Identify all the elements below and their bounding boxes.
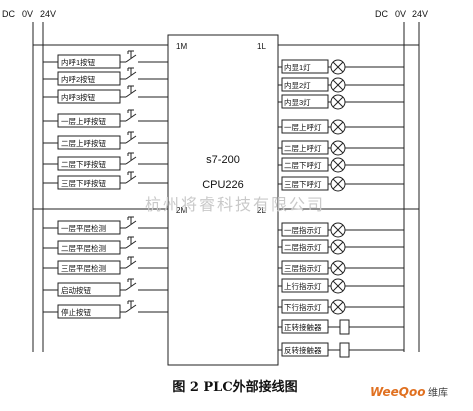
common-1l: 1L	[257, 42, 266, 51]
left-0v-label: 0V	[22, 9, 33, 19]
watermark-text: 杭州将睿科技有限公司	[145, 195, 325, 214]
lamp-cross	[332, 121, 344, 133]
right-24v-label: 24V	[412, 9, 428, 19]
switch-blade	[125, 113, 137, 122]
input-label: 一层平层检测	[61, 223, 106, 233]
lamp-cross	[332, 301, 344, 313]
brand-name: WeeQoo	[370, 385, 425, 399]
common-2l: 2L	[257, 206, 266, 215]
switch-blade	[125, 156, 137, 165]
output-label: 二层指示灯	[284, 242, 322, 252]
input-label: 停止按钮	[61, 307, 91, 317]
switch-blade	[125, 71, 137, 80]
lamp-cross	[332, 224, 344, 236]
output-label: 正转接触器	[284, 322, 322, 332]
wiring-elements: 内呼1按钮I0.0内呼2按钮I0.1内呼3按钮I0.2一层上呼按钮I0.3二层上…	[33, 44, 419, 358]
input-label: 内呼2按钮	[61, 74, 96, 84]
lamp-cross	[332, 178, 344, 190]
switch-blade	[125, 54, 137, 63]
output-label: 反转接触器	[284, 345, 322, 355]
contactor-coil-icon	[339, 342, 350, 358]
input-label: 二层上呼按钮	[61, 138, 106, 148]
figure-caption: 图 2 PLC外部接线图	[172, 379, 297, 395]
input-label: 内呼1按钮	[61, 57, 96, 67]
input-label: 三层下呼按钮	[61, 178, 106, 188]
output-label: 内显1灯	[284, 62, 311, 72]
common-2m: 2M	[176, 206, 187, 215]
output-label: 三层指示灯	[284, 263, 322, 273]
input-label: 内呼3按钮	[61, 92, 96, 102]
lamp-cross	[332, 79, 344, 91]
switch-blade	[125, 240, 137, 249]
lamp-cross	[332, 142, 344, 154]
lamp-cross	[332, 61, 344, 73]
switch-blade	[125, 135, 137, 144]
output-label: 内显3灯	[284, 97, 311, 107]
output-label: 下行指示灯	[284, 302, 322, 312]
output-label: 三层下呼灯	[284, 179, 322, 189]
switch-blade	[125, 89, 137, 98]
output-label: 二层下呼灯	[284, 160, 322, 170]
switch-blade	[125, 282, 137, 291]
left-24v-label: 24V	[40, 9, 56, 19]
input-label: 二层平层检测	[61, 243, 106, 253]
output-label: 一层上呼灯	[284, 122, 322, 132]
output-label: 内显2灯	[284, 80, 311, 90]
lamp-cross	[332, 241, 344, 253]
lamp-cross	[332, 96, 344, 108]
lamp-cross	[332, 262, 344, 274]
switch-blade	[125, 220, 137, 229]
output-label: 上行指示灯	[284, 281, 322, 291]
plc-model: s7-200	[206, 154, 240, 166]
plc-cpu: CPU226	[202, 179, 244, 191]
power-rails	[32, 22, 420, 352]
switch-blade	[125, 175, 137, 184]
contactor-coil-icon	[339, 319, 350, 335]
input-label: 一层上呼按钮	[61, 116, 106, 126]
input-label: 二层下呼按钮	[61, 159, 106, 169]
input-label: 三层平层检测	[61, 263, 106, 273]
switch-blade	[125, 260, 137, 269]
output-label: 一层指示灯	[284, 225, 322, 235]
right-dc-label: DC	[375, 9, 388, 19]
left-dc-label: DC	[2, 9, 15, 19]
lamp-cross	[332, 159, 344, 171]
brand-suffix: 维库	[428, 386, 448, 399]
common-1m: 1M	[176, 42, 187, 51]
right-0v-label: 0V	[395, 9, 406, 19]
lamp-cross	[332, 280, 344, 292]
switch-blade	[125, 304, 137, 313]
plc-cpu-box	[167, 34, 279, 366]
input-label: 启动按钮	[61, 285, 91, 295]
output-label: 二层上呼灯	[284, 143, 322, 153]
weeqoo-logo: WeeQoo 维库	[370, 385, 448, 399]
